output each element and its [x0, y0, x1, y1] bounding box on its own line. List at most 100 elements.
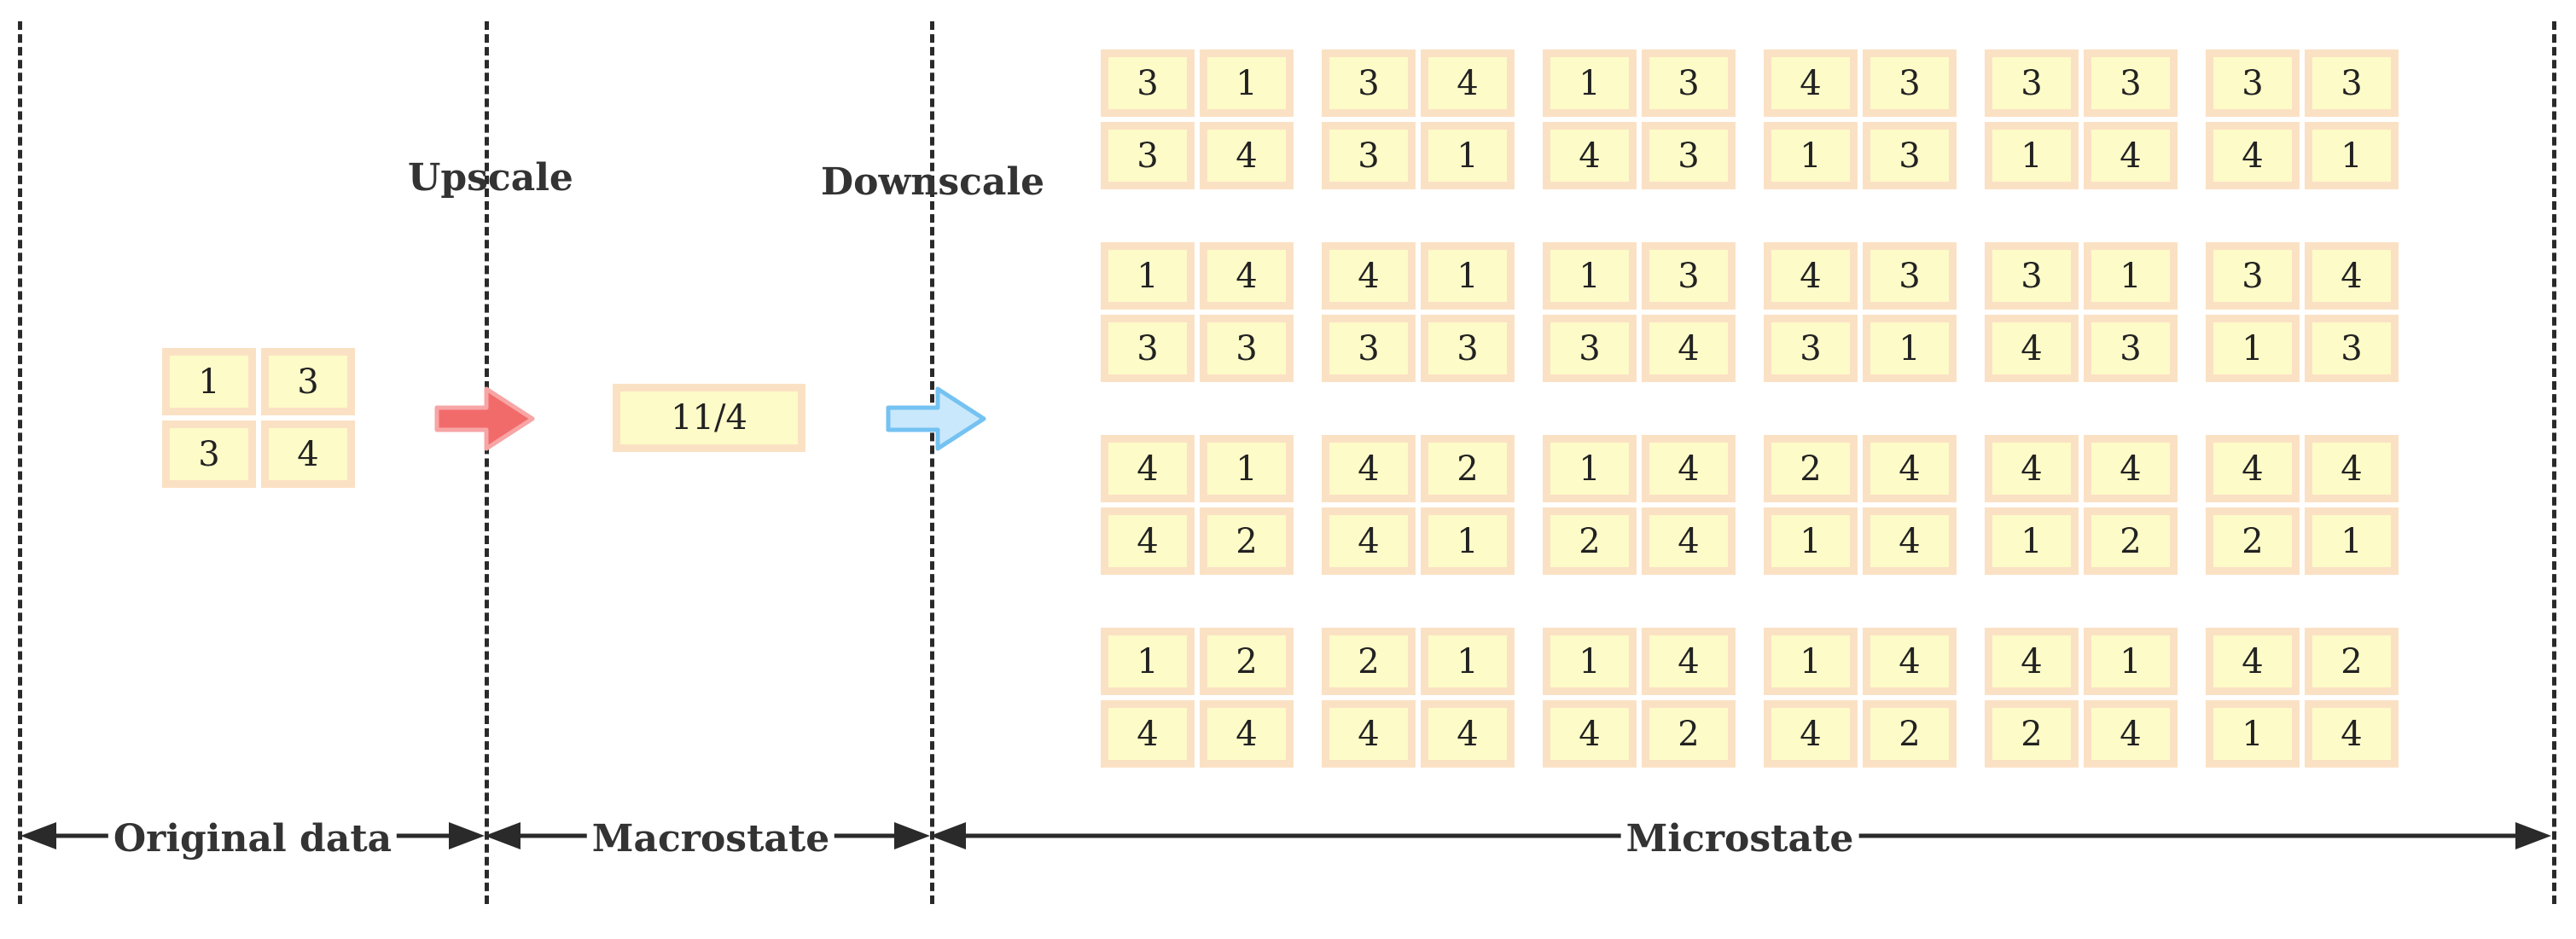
downscale-label: Downscale: [821, 160, 1045, 204]
microstate-cell: 4: [1200, 122, 1294, 189]
microstate-cell: 3: [1101, 122, 1195, 189]
microstate-cell: 4: [2084, 435, 2178, 502]
microstate-cell: 4: [1642, 507, 1736, 575]
microstate-cell: 1: [1764, 122, 1858, 189]
microstate-cell: 4: [2305, 242, 2399, 310]
original-data-cell: 3: [162, 420, 256, 488]
microstate-cell: 3: [1543, 315, 1637, 382]
divider-upscale: [485, 21, 489, 904]
microstate-cell: 2: [1863, 700, 1957, 768]
microstate-cell: 3: [1642, 49, 1736, 117]
microstate-cell: 2: [1200, 507, 1294, 575]
microstate-cell: 3: [1200, 315, 1294, 382]
microstate-cell: 1: [2206, 315, 2300, 382]
microstate-cell: 2: [1642, 700, 1736, 768]
microstate-cell: 3: [1421, 315, 1515, 382]
microstate-cell: 4: [2305, 435, 2399, 502]
microstate-cell: 1: [1421, 242, 1515, 310]
microstate-cell: 4: [1642, 628, 1736, 695]
divider-left: [18, 21, 22, 904]
microstate-cell: 1: [1421, 507, 1515, 575]
microstate-cell: 3: [1101, 315, 1195, 382]
microstate-cell: 2: [2305, 628, 2399, 695]
microstate-cell: 3: [1863, 242, 1957, 310]
microstate-cell: 1: [1200, 49, 1294, 117]
original-data-cell: 4: [261, 420, 355, 488]
microstate-cell: 3: [2206, 49, 2300, 117]
microstate-cell: 3: [2305, 49, 2399, 117]
microstate-cell: 3: [2305, 315, 2399, 382]
microstate-cell: 3: [2084, 49, 2178, 117]
microstate-cell: 4: [2084, 700, 2178, 768]
microstate-cell: 3: [1764, 315, 1858, 382]
microstate-cell: 4: [1421, 49, 1515, 117]
microstate-cell: 4: [1863, 628, 1957, 695]
divider-right: [2552, 21, 2556, 904]
microstate-cell: 4: [1764, 242, 1858, 310]
microstate-cell: 4: [1322, 700, 1416, 768]
microstate-cell: 3: [1101, 49, 1195, 117]
microstate-cell: 4: [1101, 700, 1195, 768]
microstate-cell: 3: [1985, 49, 2079, 117]
divider-downscale: [930, 21, 934, 904]
microstate-cell: 1: [1764, 628, 1858, 695]
microstate-cell: 4: [2305, 700, 2399, 768]
microstate-cell: 1: [1101, 242, 1195, 310]
microstate-cell: 2: [1764, 435, 1858, 502]
section-macrostate-label: Macrostate: [586, 814, 835, 865]
microstate-cell: 1: [1543, 242, 1637, 310]
microstate-cell: 1: [1543, 628, 1637, 695]
microstate-cell: 1: [1985, 507, 2079, 575]
microstate-cell: 4: [1863, 435, 1957, 502]
microstate-cell: 4: [1642, 315, 1736, 382]
microstate-cell: 3: [1863, 49, 1957, 117]
microstate-cell: 3: [1863, 122, 1957, 189]
section-microstate-label: Microstate: [1620, 814, 1859, 865]
microstate-cell: 3: [1985, 242, 2079, 310]
microstate-cell: 4: [1985, 435, 2079, 502]
microstate-cell: 1: [1200, 435, 1294, 502]
microstate-cell: 2: [1985, 700, 2079, 768]
microstate-cell: 1: [1985, 122, 2079, 189]
microstate-cell: 3: [1322, 122, 1416, 189]
microstate-cell: 4: [1863, 507, 1957, 575]
microstate-cell: 1: [1421, 122, 1515, 189]
microstate-cell: 3: [1642, 242, 1736, 310]
microstate-cell: 1: [1764, 507, 1858, 575]
microstate-cell: 3: [1322, 49, 1416, 117]
downscale-arrow-icon: [886, 386, 986, 451]
microstate-cell: 1: [2206, 700, 2300, 768]
microstate-cell: 4: [1200, 242, 1294, 310]
microstate-cell: 4: [1421, 700, 1515, 768]
microstate-cell: 1: [1101, 628, 1195, 695]
microstate-cell: 2: [2084, 507, 2178, 575]
microstate-cell: 4: [1764, 49, 1858, 117]
microstate-cell: 4: [2206, 122, 2300, 189]
microstate-cell: 4: [1985, 628, 2079, 695]
microstate-cell: 4: [1200, 700, 1294, 768]
microstate-cell: 3: [1642, 122, 1736, 189]
microstate-cell: 1: [1421, 628, 1515, 695]
upscale-arrow-icon: [434, 386, 535, 451]
macrostate-cell: 11/4: [613, 384, 805, 452]
microstate-cell: 4: [1322, 435, 1416, 502]
microstate-cell: 4: [2206, 435, 2300, 502]
microstate-cell: 2: [1421, 435, 1515, 502]
microstate-cell: 1: [1863, 315, 1957, 382]
